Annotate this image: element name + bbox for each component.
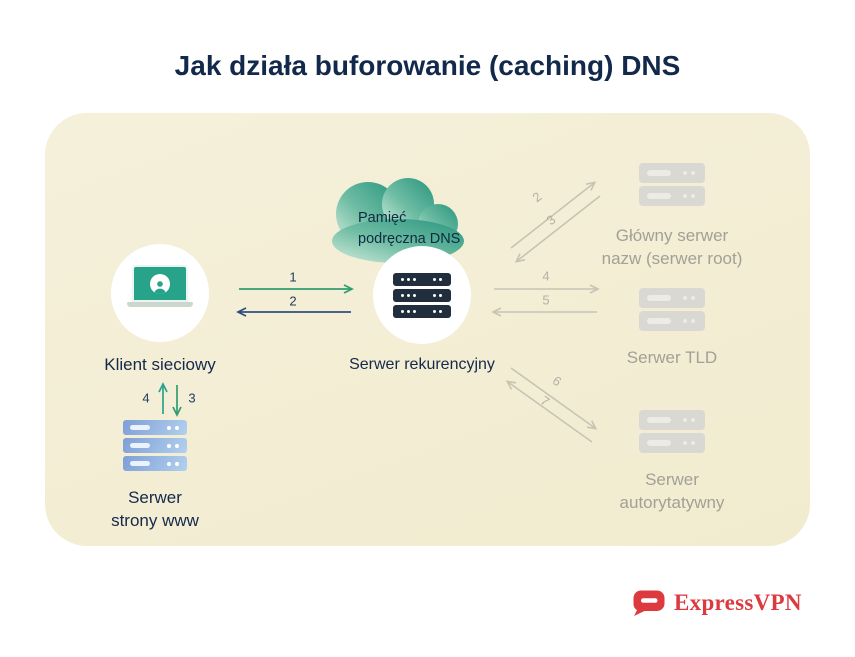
expressvpn-icon <box>633 590 665 616</box>
laptop-base <box>127 302 193 307</box>
laptop-screen <box>132 265 188 302</box>
arrow-label-web-query: 3 <box>188 390 196 406</box>
expressvpn-wordmark: ExpressVPN <box>674 590 802 615</box>
arrow-label-tld-query: 4 <box>542 268 550 284</box>
user-avatar-icon <box>150 273 170 294</box>
root-server-icon <box>639 163 705 206</box>
recursive-server-node <box>373 246 471 344</box>
client-node <box>111 244 209 342</box>
arrow-label-web-response: 4 <box>142 390 150 406</box>
tld-server-icon <box>639 288 705 331</box>
recursive-server-label: Serwer rekurencyjny <box>349 356 495 373</box>
recursive-server-icon <box>393 273 451 318</box>
tld-server-label: Serwer TLD <box>626 348 718 367</box>
arrow-label-2: 2 <box>289 293 297 309</box>
laptop-icon <box>127 265 193 307</box>
web-server-icon <box>123 420 187 471</box>
brand-lockup: ExpressVPN <box>630 588 802 618</box>
arrow-label-1: 1 <box>289 269 297 285</box>
root-server-label: Główny serwer nazw (serwer root) <box>601 226 743 268</box>
dns-cache-cloud-label: Pamięć podręczna DNS <box>358 210 461 247</box>
page-title: Jak działa buforowanie (caching) DNS <box>174 50 681 81</box>
client-label: Klient sieciowy <box>104 355 216 374</box>
authoritative-server-icon <box>639 410 705 453</box>
authoritative-server-label: Serwer autorytatywny <box>619 470 725 512</box>
web-server-label: Serwer strony www <box>111 488 199 530</box>
arrow-label-tld-response: 5 <box>542 292 550 308</box>
